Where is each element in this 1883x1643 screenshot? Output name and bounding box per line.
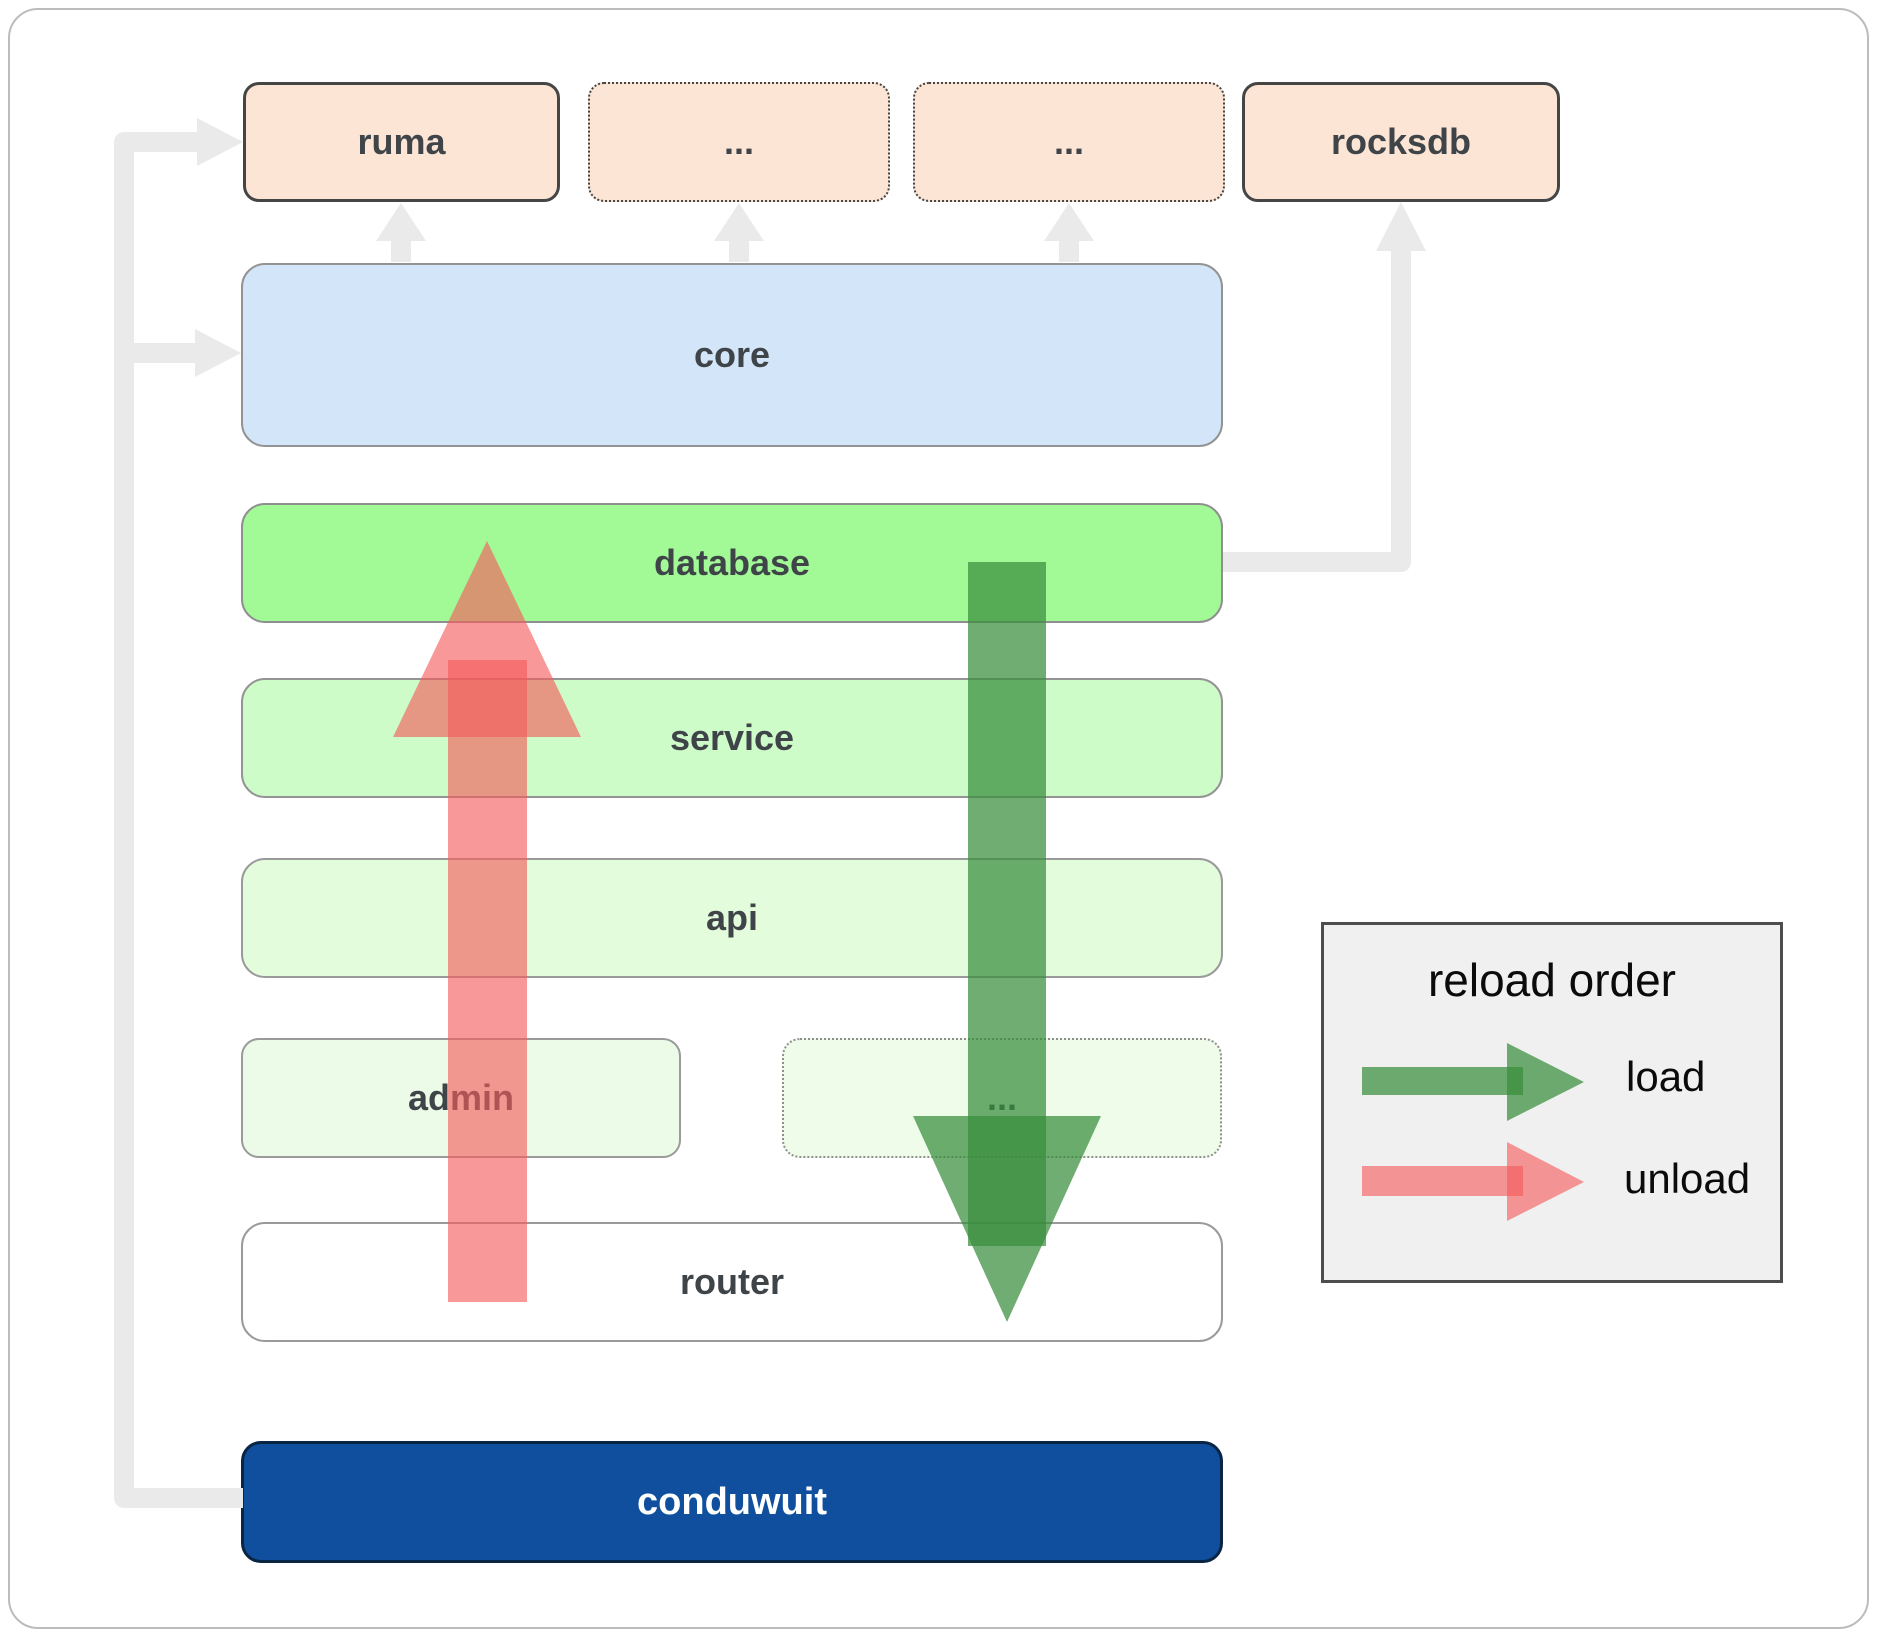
node-conduwuit-label: conduwuit — [637, 1480, 827, 1523]
node-admin-label: admin — [407, 1077, 514, 1118]
node-core-label: core — [693, 334, 771, 375]
node-ruma-label: ruma — [357, 121, 446, 162]
node-api: api — [241, 858, 1223, 978]
node-database-label: database — [653, 542, 811, 583]
node-rocksdb: rocksdb — [1242, 82, 1560, 202]
node-service-label: service — [669, 717, 795, 758]
node-ellipsis-top-1-label: ... — [723, 121, 754, 162]
legend-load-label: load — [1626, 1053, 1706, 1100]
node-database: database — [241, 503, 1223, 623]
legend-unload-label: unload — [1624, 1155, 1751, 1202]
diagram-outer-frame — [8, 8, 1869, 1629]
legend-title: reload order — [1427, 954, 1677, 1006]
node-rocksdb-label: rocksdb — [1330, 121, 1472, 162]
node-admin: admin — [241, 1038, 681, 1158]
node-ellipsis-top-2-label: ... — [1053, 121, 1084, 162]
node-api-label: api — [705, 897, 758, 938]
node-ellipsis-admin-label: ... — [986, 1077, 1017, 1118]
node-ruma: ruma — [243, 82, 560, 202]
node-router-label: router — [679, 1261, 784, 1302]
node-core: core — [241, 263, 1223, 447]
legend-box: reload order load unload — [1321, 922, 1783, 1283]
node-router: router — [241, 1222, 1223, 1342]
node-conduwuit: conduwuit — [241, 1441, 1223, 1563]
node-ellipsis-top-2: ... — [913, 82, 1225, 202]
node-ellipsis-top-1: ... — [588, 82, 890, 202]
node-service: service — [241, 678, 1223, 798]
node-ellipsis-admin: ... — [782, 1038, 1222, 1158]
